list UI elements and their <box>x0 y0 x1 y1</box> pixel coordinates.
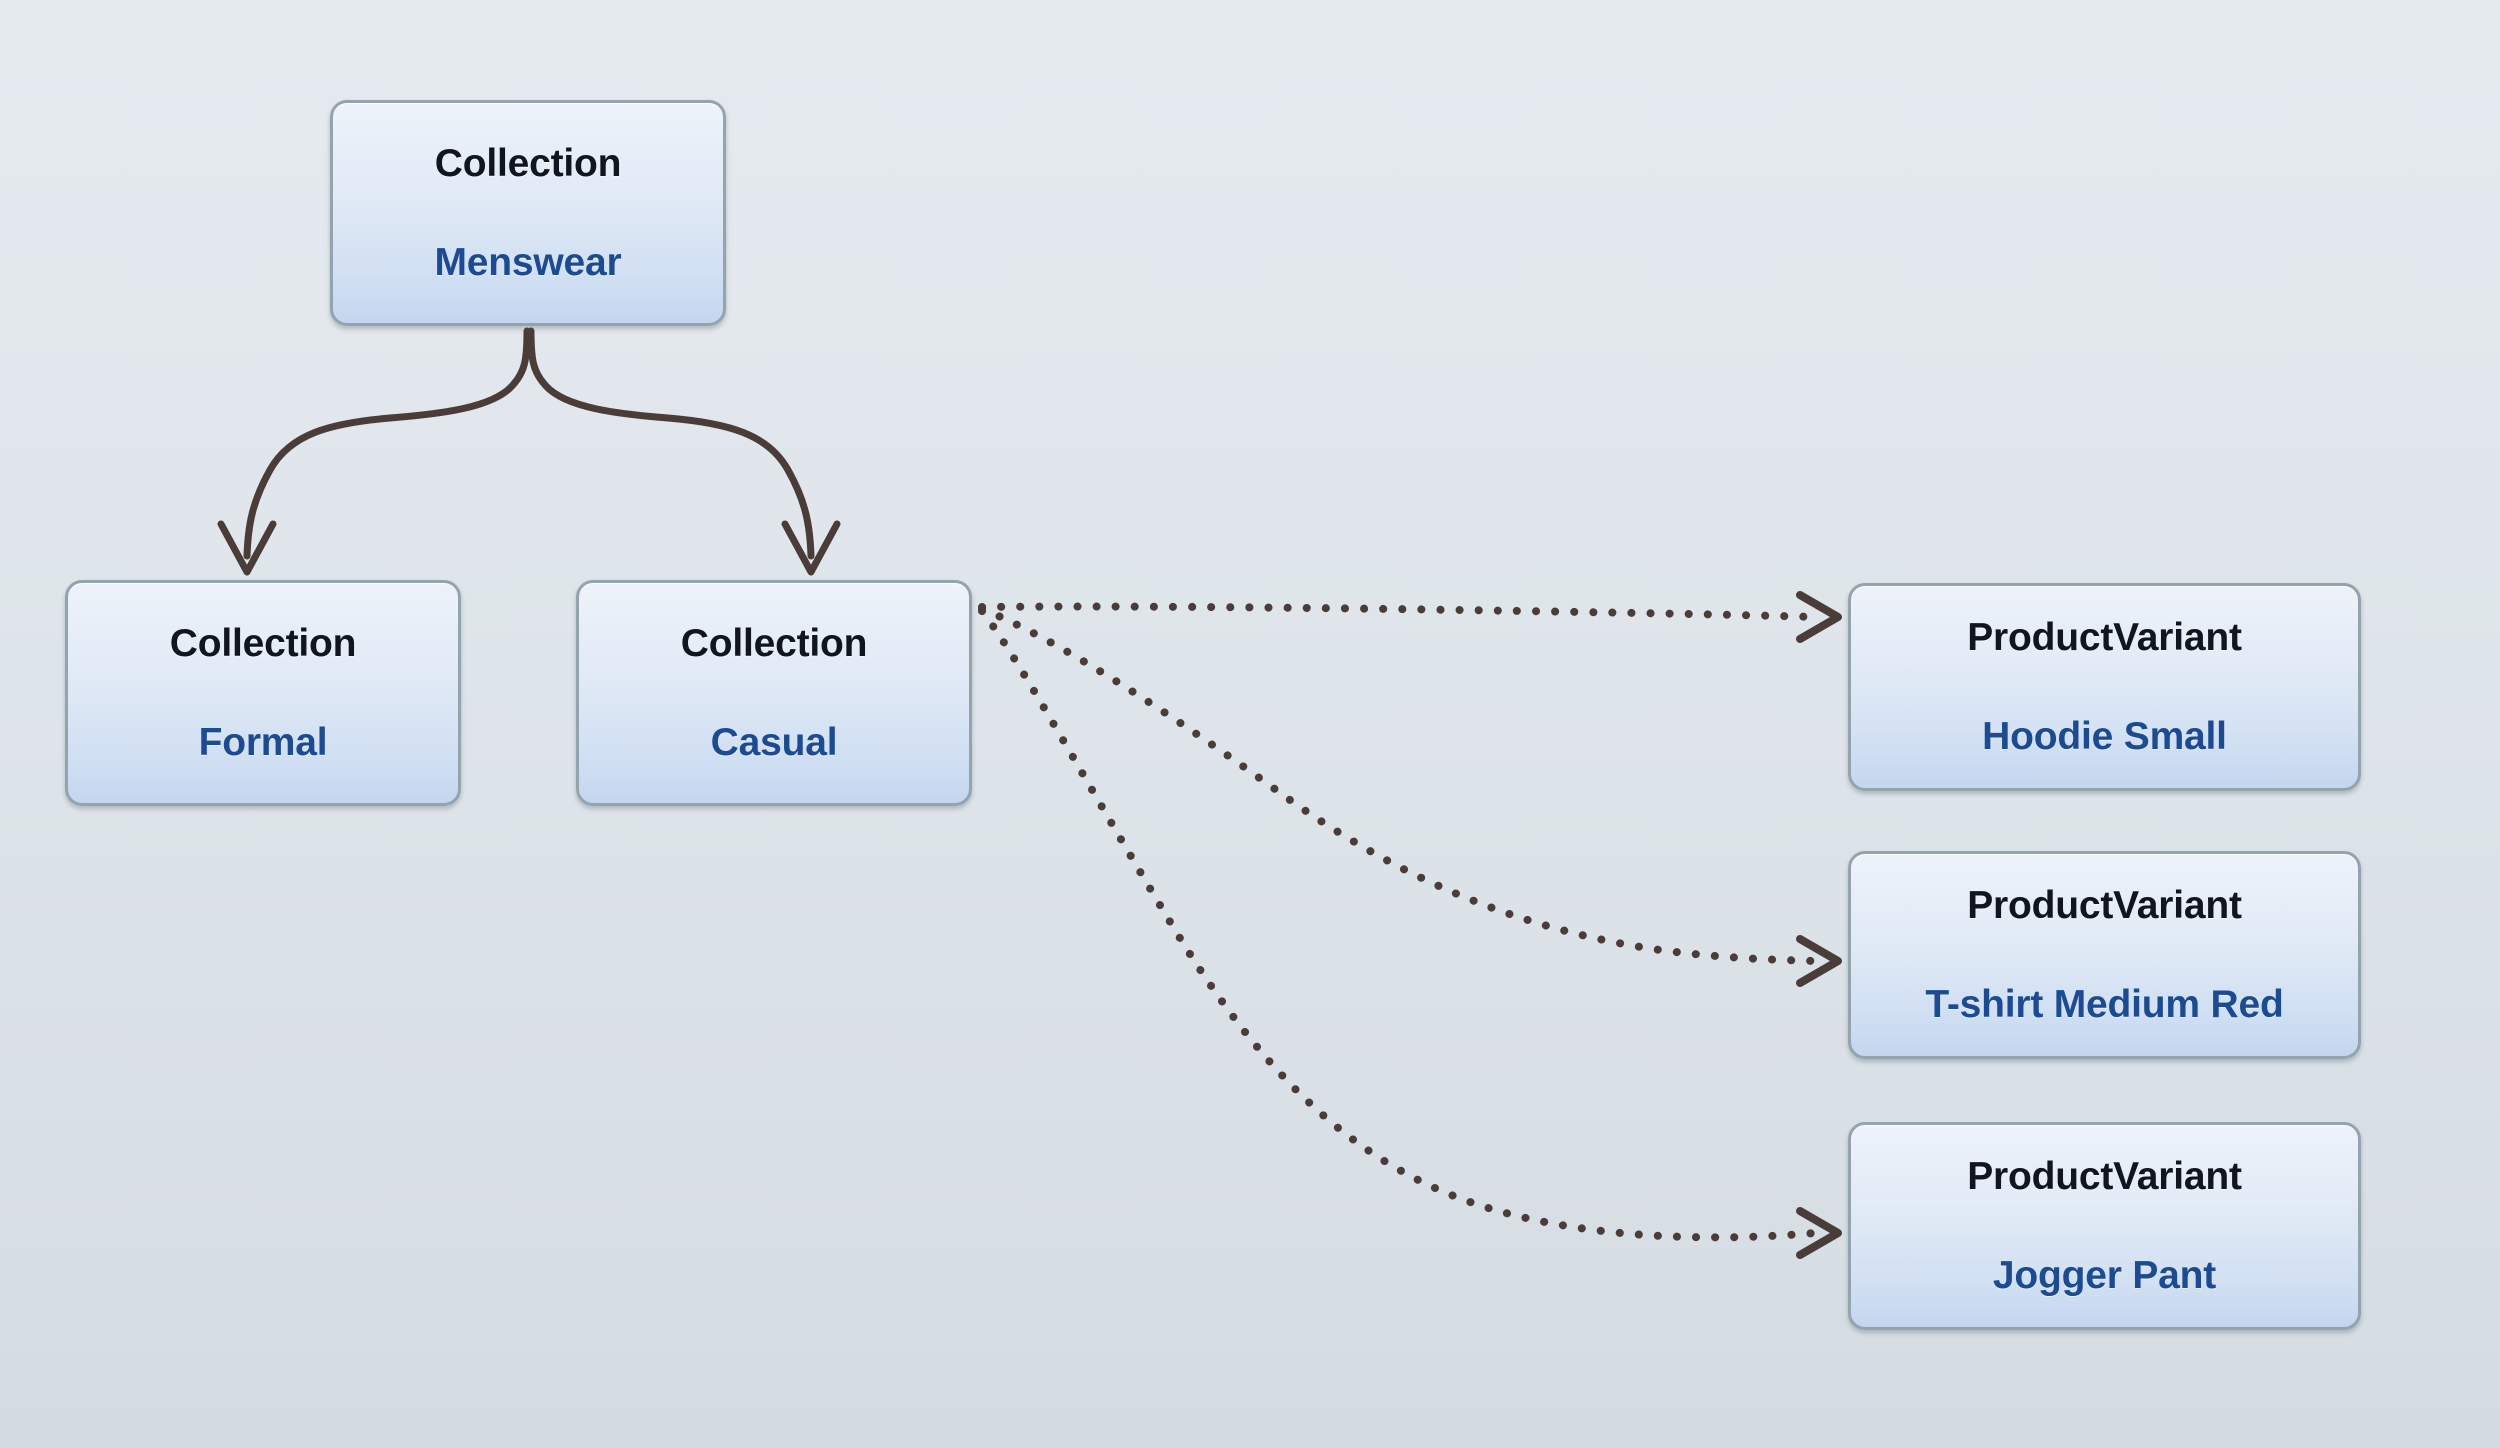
node-name-label: T-shirt Medium Red <box>1925 983 2284 1026</box>
node-type-label: ProductVariant <box>1967 1155 2242 1198</box>
node-type-label: ProductVariant <box>1967 884 2242 927</box>
node-type-label: Collection <box>169 622 357 665</box>
node-productvariant-tshirt-medium-red[interactable]: ProductVariant T-shirt Medium Red <box>1848 851 2361 1059</box>
node-name-label: Menswear <box>434 241 622 284</box>
edge-casual-jogger-pant <box>978 607 1842 1259</box>
edge-casual-tshirt-medium-red <box>978 605 1842 987</box>
node-collection-menswear[interactable]: Collection Menswear <box>330 100 726 326</box>
edge-menswear-casual <box>527 327 841 576</box>
node-type-label: Collection <box>680 622 868 665</box>
edge-menswear-formal <box>217 327 531 576</box>
node-name-label: Hoodie Small <box>1982 715 2227 758</box>
node-type-label: Collection <box>434 142 622 185</box>
node-type-label: ProductVariant <box>1967 616 2242 659</box>
node-collection-casual[interactable]: Collection Casual <box>576 580 972 806</box>
node-productvariant-jogger-pant[interactable]: ProductVariant Jogger Pant <box>1848 1122 2361 1330</box>
node-collection-formal[interactable]: Collection Formal <box>65 580 461 806</box>
node-name-label: Jogger Pant <box>1992 1254 2217 1297</box>
node-productvariant-hoodie-small[interactable]: ProductVariant Hoodie Small <box>1848 583 2361 791</box>
node-name-label: Formal <box>198 721 328 764</box>
node-name-label: Casual <box>710 721 838 764</box>
edge-casual-hoodie-small <box>978 591 1842 643</box>
